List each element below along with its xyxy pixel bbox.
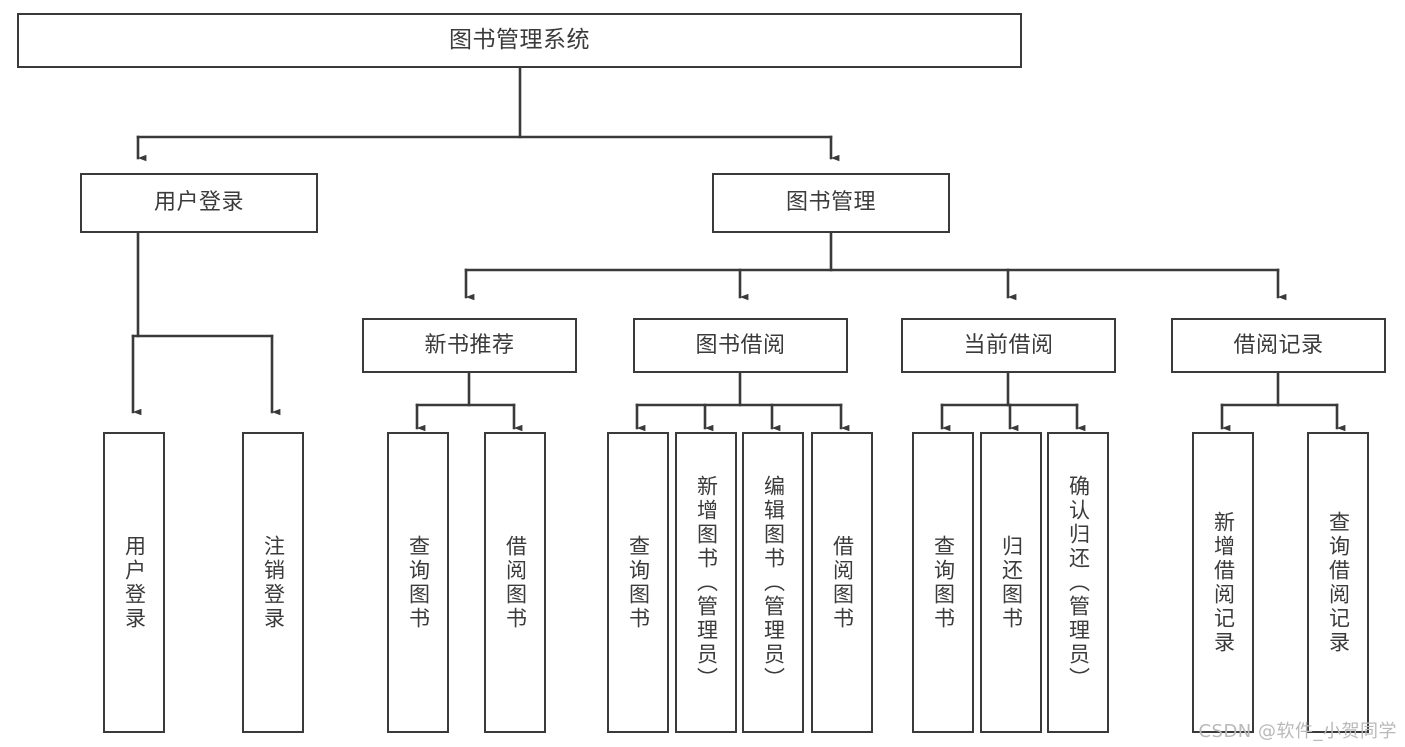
leaf-borrow-book-1-label: 借阅图书 [503, 534, 528, 631]
node-current-borrow[interactable]: 当前借阅 [901, 318, 1116, 373]
leaf-return-book[interactable]: 归还图书 [980, 432, 1042, 733]
node-user-login[interactable]: 用户登录 [80, 173, 318, 233]
leaf-edit-book[interactable]: 编辑图书（管理员） [742, 432, 804, 733]
leaf-return-book-label: 归还图书 [999, 534, 1024, 631]
node-borrow-record-label: 借阅记录 [1233, 332, 1324, 358]
leaf-logout-login-label: 注销登录 [261, 534, 286, 631]
leaf-add-book-label: 新增图书（管理员） [694, 474, 719, 691]
leaf-query-record[interactable]: 查询借阅记录 [1307, 432, 1369, 733]
leaf-borrow-book-2[interactable]: 借阅图书 [811, 432, 873, 733]
leaf-logout-login[interactable]: 注销登录 [242, 432, 304, 733]
node-current-borrow-label: 当前借阅 [963, 332, 1054, 358]
node-book-borrow[interactable]: 图书借阅 [633, 318, 848, 373]
leaf-add-record[interactable]: 新增借阅记录 [1192, 432, 1254, 733]
leaf-add-record-label: 新增借阅记录 [1211, 510, 1236, 655]
leaf-query-book-1-label: 查询图书 [406, 534, 431, 631]
leaf-borrow-book-1[interactable]: 借阅图书 [484, 432, 546, 733]
node-root[interactable]: 图书管理系统 [17, 13, 1022, 68]
leaf-query-book-3[interactable]: 查询图书 [912, 432, 974, 733]
leaf-query-record-label: 查询借阅记录 [1326, 510, 1351, 655]
node-new-book-recommend-label: 新书推荐 [424, 332, 515, 358]
node-new-book-recommend[interactable]: 新书推荐 [362, 318, 577, 373]
node-book-manage-label: 图书管理 [785, 190, 876, 216]
leaf-confirm-return[interactable]: 确认归还（管理员） [1047, 432, 1109, 733]
node-book-manage[interactable]: 图书管理 [712, 173, 950, 233]
leaf-query-book-2-label: 查询图书 [626, 534, 651, 631]
leaf-add-book[interactable]: 新增图书（管理员） [675, 432, 737, 733]
leaf-user-login-label: 用户登录 [122, 534, 147, 631]
node-book-borrow-label: 图书借阅 [695, 332, 786, 358]
leaf-query-book-2[interactable]: 查询图书 [607, 432, 669, 733]
leaf-query-book-1[interactable]: 查询图书 [387, 432, 449, 733]
node-root-label: 图书管理系统 [449, 26, 590, 53]
leaf-confirm-return-label: 确认归还（管理员） [1066, 474, 1091, 691]
leaf-edit-book-label: 编辑图书（管理员） [761, 474, 786, 691]
node-user-login-label: 用户登录 [153, 190, 244, 216]
leaf-query-book-3-label: 查询图书 [931, 534, 956, 631]
node-borrow-record[interactable]: 借阅记录 [1171, 318, 1386, 373]
leaf-user-login[interactable]: 用户登录 [103, 432, 165, 733]
leaf-borrow-book-2-label: 借阅图书 [830, 534, 855, 631]
csdn-watermark: CSDN @软件_小贺同学 [1198, 721, 1397, 742]
